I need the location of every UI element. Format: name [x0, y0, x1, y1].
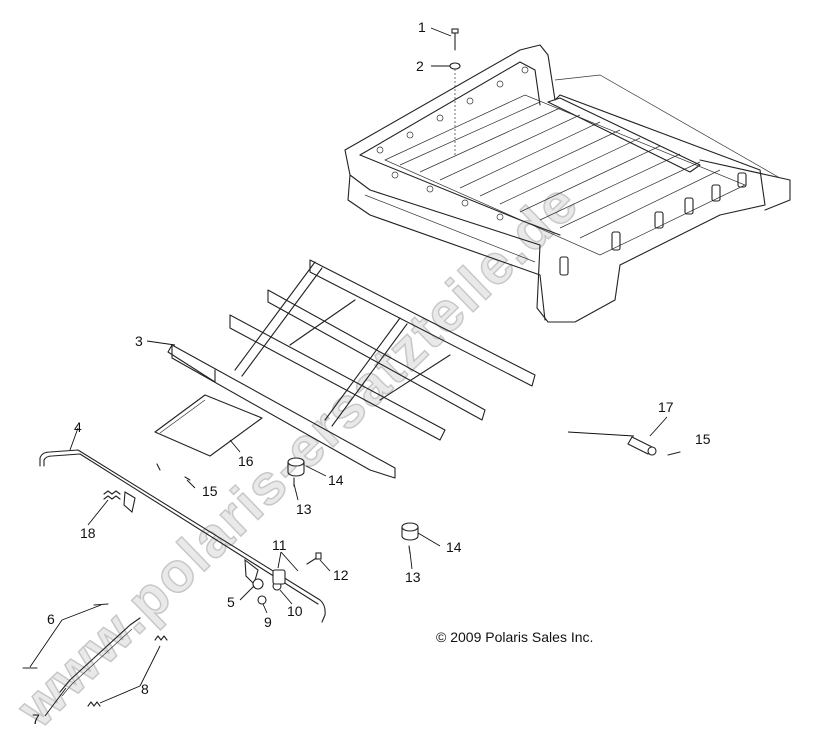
callout-18: 18 — [80, 525, 96, 541]
callout-9: 9 — [264, 614, 272, 630]
plate-part-16 — [154, 394, 263, 457]
callout-8: 8 — [141, 681, 149, 697]
callout-13-upper: 13 — [296, 501, 312, 517]
callout-3: 3 — [135, 333, 143, 349]
cargo-box — [344, 44, 791, 323]
copyright-notice: © 2009 Polaris Sales Inc. — [436, 629, 593, 645]
callout-13-lower: 13 — [405, 569, 421, 585]
cable-part-7 — [59, 617, 141, 697]
callout-4: 4 — [74, 419, 82, 435]
bolt-part-1 — [451, 28, 459, 51]
leader-lines — [29, 27, 668, 717]
callout-15-left: 15 — [202, 483, 218, 499]
callout-2: 2 — [416, 58, 424, 74]
callout-6: 6 — [47, 611, 55, 627]
callout-5: 5 — [227, 594, 235, 610]
clip-part-15-left — [156, 463, 191, 481]
bracket-part-11 — [272, 569, 286, 585]
callout-1: 1 — [418, 19, 426, 35]
frame-assembly-part-3 — [167, 259, 536, 479]
bumper-part-14-lower — [401, 522, 419, 541]
callout-11: 11 — [272, 537, 287, 553]
latch-rod-part-4 — [39, 449, 326, 623]
spring-part-8 — [87, 635, 168, 707]
callout-10: 10 — [287, 603, 303, 619]
pin-part-6 — [22, 603, 109, 669]
spring-part-18 — [103, 490, 121, 500]
callout-16: 16 — [238, 453, 254, 469]
clip-part-15-right — [667, 451, 681, 456]
callout-17: 17 — [658, 399, 674, 415]
callout-7: 7 — [32, 711, 40, 727]
bolt-part-12 — [306, 552, 322, 565]
callout-14-lower: 14 — [446, 539, 462, 555]
callout-15-right: 15 — [695, 431, 711, 447]
bumper-part-14-upper — [287, 457, 305, 477]
callout-14-upper: 14 — [328, 472, 344, 488]
pin-part-17 — [627, 436, 657, 456]
callout-12: 12 — [333, 567, 349, 583]
handle-part-5 — [252, 578, 264, 590]
watermark: www.polaris-ersatzteile.de — [4, 170, 590, 739]
fastener-part-13-lower — [408, 545, 411, 554]
nut-part-9 — [257, 595, 267, 605]
washer-part-2 — [449, 62, 461, 155]
